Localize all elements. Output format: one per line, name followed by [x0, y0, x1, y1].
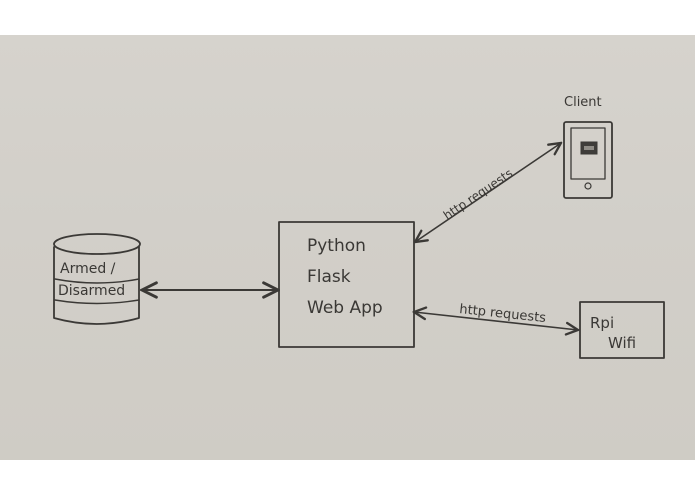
client-node: Client — [563, 95, 613, 199]
database-top — [53, 233, 141, 255]
rpi-label-line1: Rpi — [590, 314, 614, 332]
rpi-node: Rpi Wifi — [579, 301, 665, 359]
database-label-line1: Armed / — [60, 261, 116, 277]
database-divider-1 — [54, 278, 140, 284]
phone-home-button — [584, 182, 592, 190]
server-label-line1: Python — [307, 236, 366, 256]
phone-app-glyph — [584, 146, 594, 150]
client-label: Client — [564, 95, 602, 110]
database-body — [53, 246, 140, 325]
server-label-line3: Web App — [307, 298, 383, 318]
phone-screen — [570, 127, 606, 180]
database-label-line2: Disarmed — [58, 283, 125, 299]
database-divider-2 — [54, 299, 140, 305]
server-label-line2: Flask — [307, 267, 351, 287]
database-node: Armed / Disarmed — [53, 233, 141, 325]
rpi-label-line2: Wifi — [608, 334, 636, 352]
server-client-arrow — [415, 143, 561, 242]
server-rpi-arrow — [414, 312, 578, 330]
paper-background — [0, 35, 695, 460]
server-node: Python Flask Web App — [278, 221, 415, 348]
phone-icon — [563, 121, 613, 199]
client-link-label: http requests — [441, 166, 515, 223]
